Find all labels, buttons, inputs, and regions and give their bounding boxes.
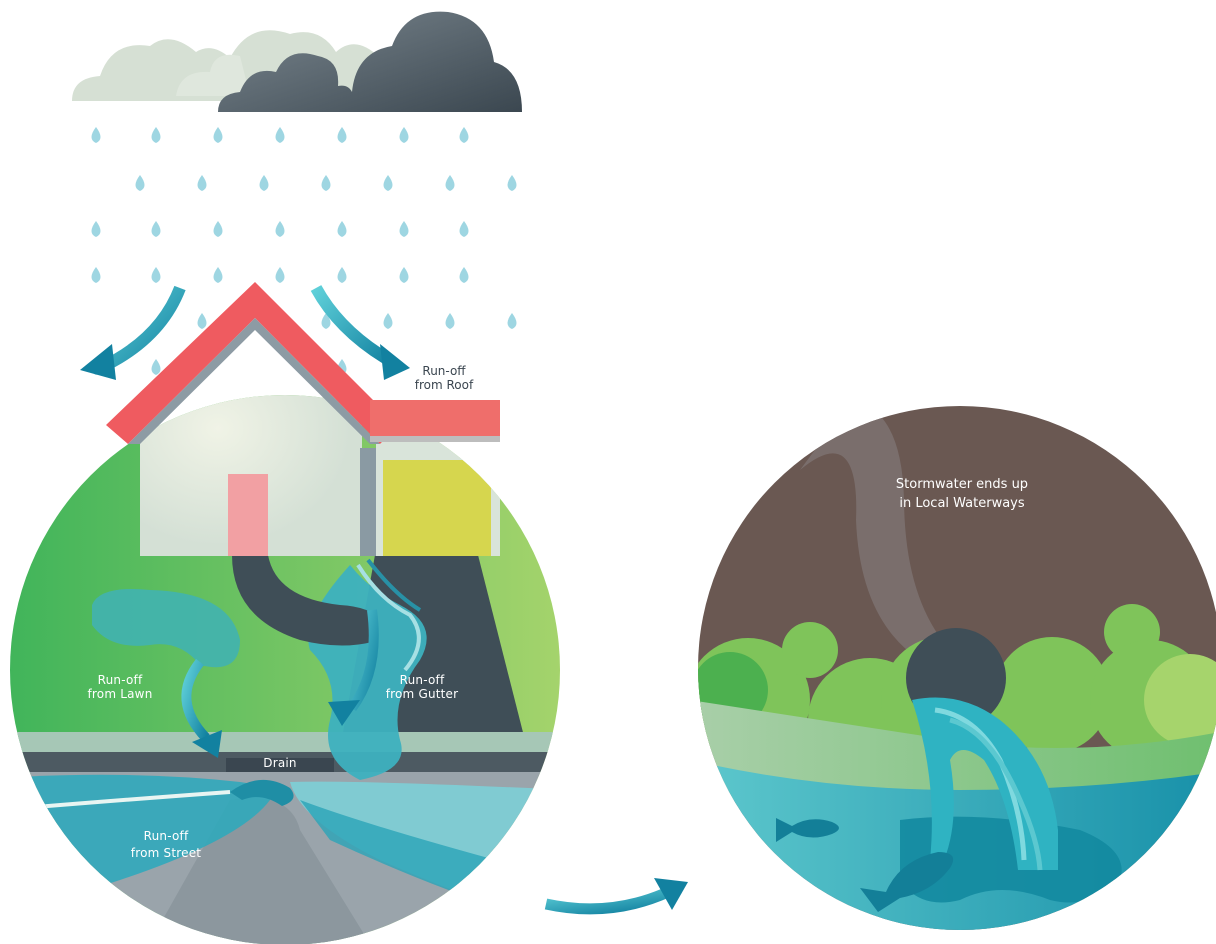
raindrop-icon bbox=[459, 221, 469, 237]
arrow-icon bbox=[80, 285, 688, 915]
label-drain: Drain bbox=[263, 756, 296, 770]
svg-text:from Street: from Street bbox=[131, 846, 201, 860]
svg-text:Stormwater ends up: Stormwater ends up bbox=[896, 477, 1028, 492]
svg-text:from Lawn: from Lawn bbox=[88, 687, 153, 701]
house-scene bbox=[10, 395, 560, 944]
raindrop-icon bbox=[459, 127, 469, 143]
raindrop-icon bbox=[337, 267, 347, 283]
raindrop-icon bbox=[321, 313, 331, 329]
raindrop-icon bbox=[91, 221, 101, 237]
raindrop-icon bbox=[399, 221, 409, 237]
label-street-runoff: Run-off from Street bbox=[131, 829, 201, 860]
raindrop-icon bbox=[507, 175, 517, 191]
raindrop-icon bbox=[213, 127, 223, 143]
raindrop-icon bbox=[213, 221, 223, 237]
raindrop-icon bbox=[151, 127, 161, 143]
svg-text:in Local Waterways: in Local Waterways bbox=[899, 496, 1025, 511]
house-roof bbox=[106, 282, 500, 444]
storm-cloud-icon bbox=[218, 11, 522, 112]
raindrop-icon bbox=[459, 267, 469, 283]
raindrop-icon bbox=[399, 127, 409, 143]
raindrop-icon bbox=[151, 221, 161, 237]
svg-text:Run-off: Run-off bbox=[400, 673, 445, 687]
raindrop-icon bbox=[275, 221, 285, 237]
drain-grate bbox=[226, 758, 334, 772]
svg-text:Run-off: Run-off bbox=[144, 829, 189, 843]
raindrop-icon bbox=[445, 313, 455, 329]
raindrop-icon bbox=[337, 221, 347, 237]
label-roof-runoff: Run-off from Roof bbox=[415, 364, 474, 392]
raindrop-icon bbox=[91, 267, 101, 283]
raindrop-icon bbox=[275, 127, 285, 143]
label-waterways: Stormwater ends up in Local Waterways bbox=[896, 477, 1028, 511]
raindrop-icon bbox=[259, 175, 269, 191]
raindrop-icon bbox=[399, 267, 409, 283]
raindrop-icon bbox=[151, 267, 161, 283]
svg-text:from Gutter: from Gutter bbox=[386, 687, 459, 701]
raindrop-icon bbox=[213, 267, 223, 283]
svg-text:Run-off: Run-off bbox=[98, 673, 143, 687]
raindrop-icon bbox=[507, 313, 517, 329]
fish-icon bbox=[776, 818, 954, 912]
garage-door bbox=[383, 460, 491, 556]
raindrop-icon bbox=[91, 127, 101, 143]
raindrop-icon bbox=[321, 175, 331, 191]
raindrop-icon bbox=[445, 175, 455, 191]
svg-text:from Roof: from Roof bbox=[415, 378, 474, 392]
door bbox=[228, 474, 268, 556]
label-lawn-runoff: Run-off from Lawn bbox=[88, 673, 153, 701]
raindrop-icon bbox=[135, 175, 145, 191]
raindrop-icon bbox=[197, 175, 207, 191]
waterway-scene bbox=[698, 406, 1216, 930]
raindrop-icon bbox=[383, 313, 393, 329]
raindrop-icon bbox=[275, 267, 285, 283]
raindrop-icon bbox=[337, 127, 347, 143]
raindrop-icon bbox=[197, 313, 207, 329]
label-gutter-runoff: Run-off from Gutter bbox=[386, 673, 459, 701]
svg-text:Run-off: Run-off bbox=[422, 364, 466, 378]
raindrop-icon bbox=[151, 359, 161, 375]
raindrop-icon bbox=[383, 175, 393, 191]
